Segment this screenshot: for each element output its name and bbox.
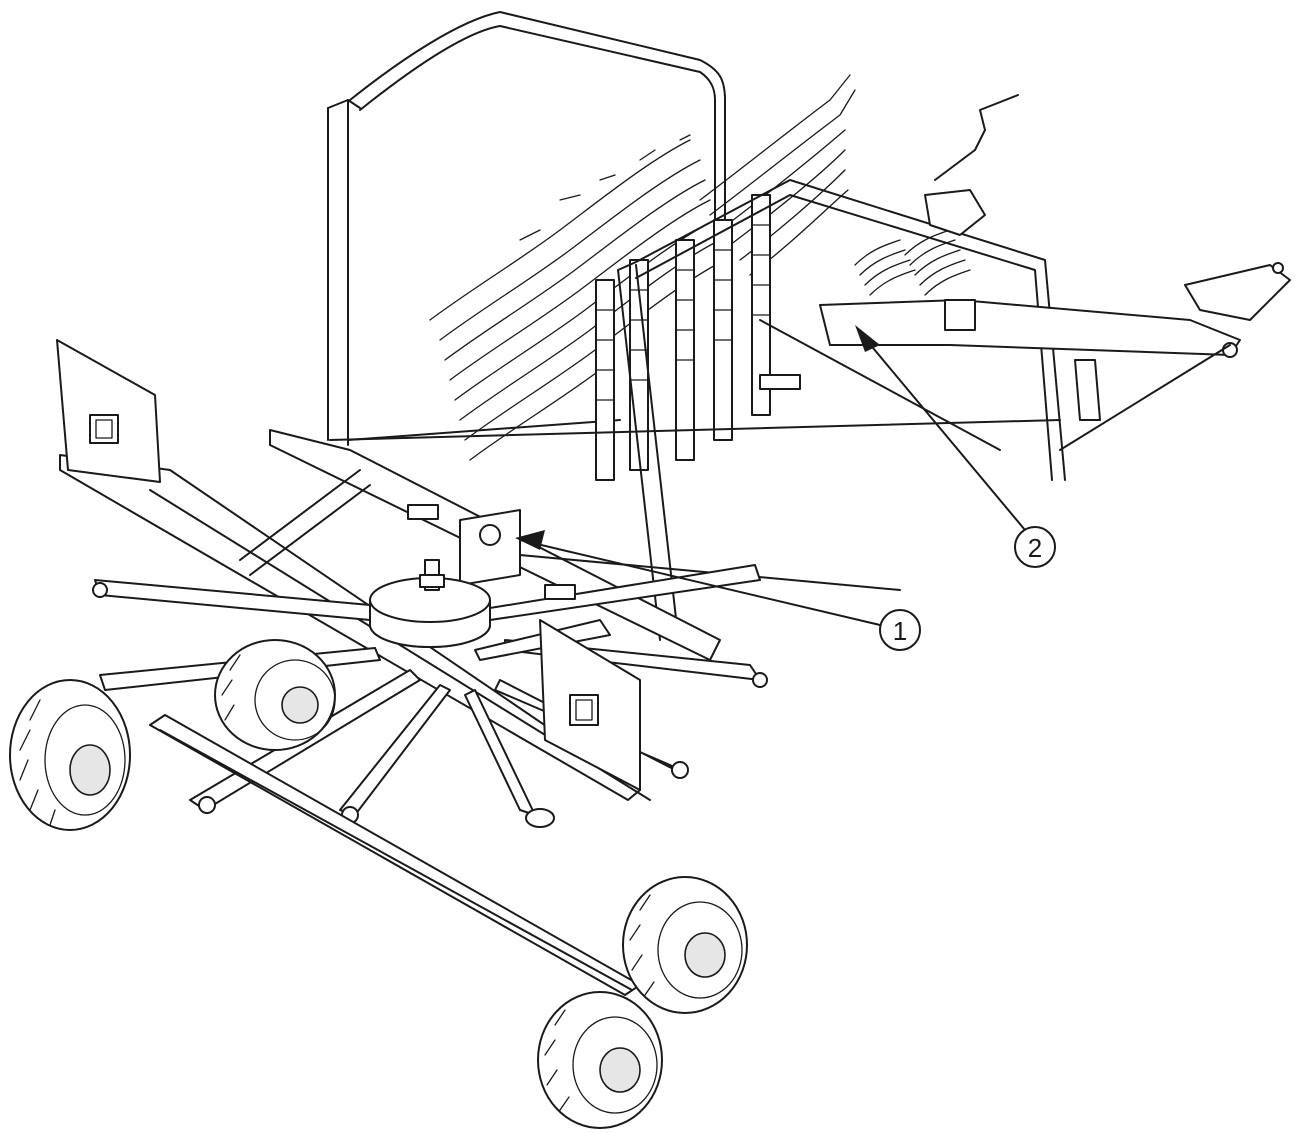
callout-1-label: 1 [893,616,907,646]
wheel-rear-left [9,679,131,831]
warning-decals [407,299,976,600]
callout-2-label: 2 [1028,533,1042,563]
rotor-hub [369,559,491,648]
callout-2: 2 [855,325,1056,568]
callout-1: 1 [515,530,921,651]
wheel-rear-right [214,639,336,751]
wheel-front-top [622,876,748,1014]
drawbar [759,262,1291,451]
wheel-front-bottom [537,991,663,1129]
left-shield-plate [56,339,161,483]
callout-2-circle [1014,526,1056,568]
tine-arm-tubes [595,194,771,481]
guard-frame-rear [327,11,726,446]
callout-1-circle [879,609,921,651]
adjustment-springs [854,94,1019,296]
right-shield-plate [539,619,641,791]
